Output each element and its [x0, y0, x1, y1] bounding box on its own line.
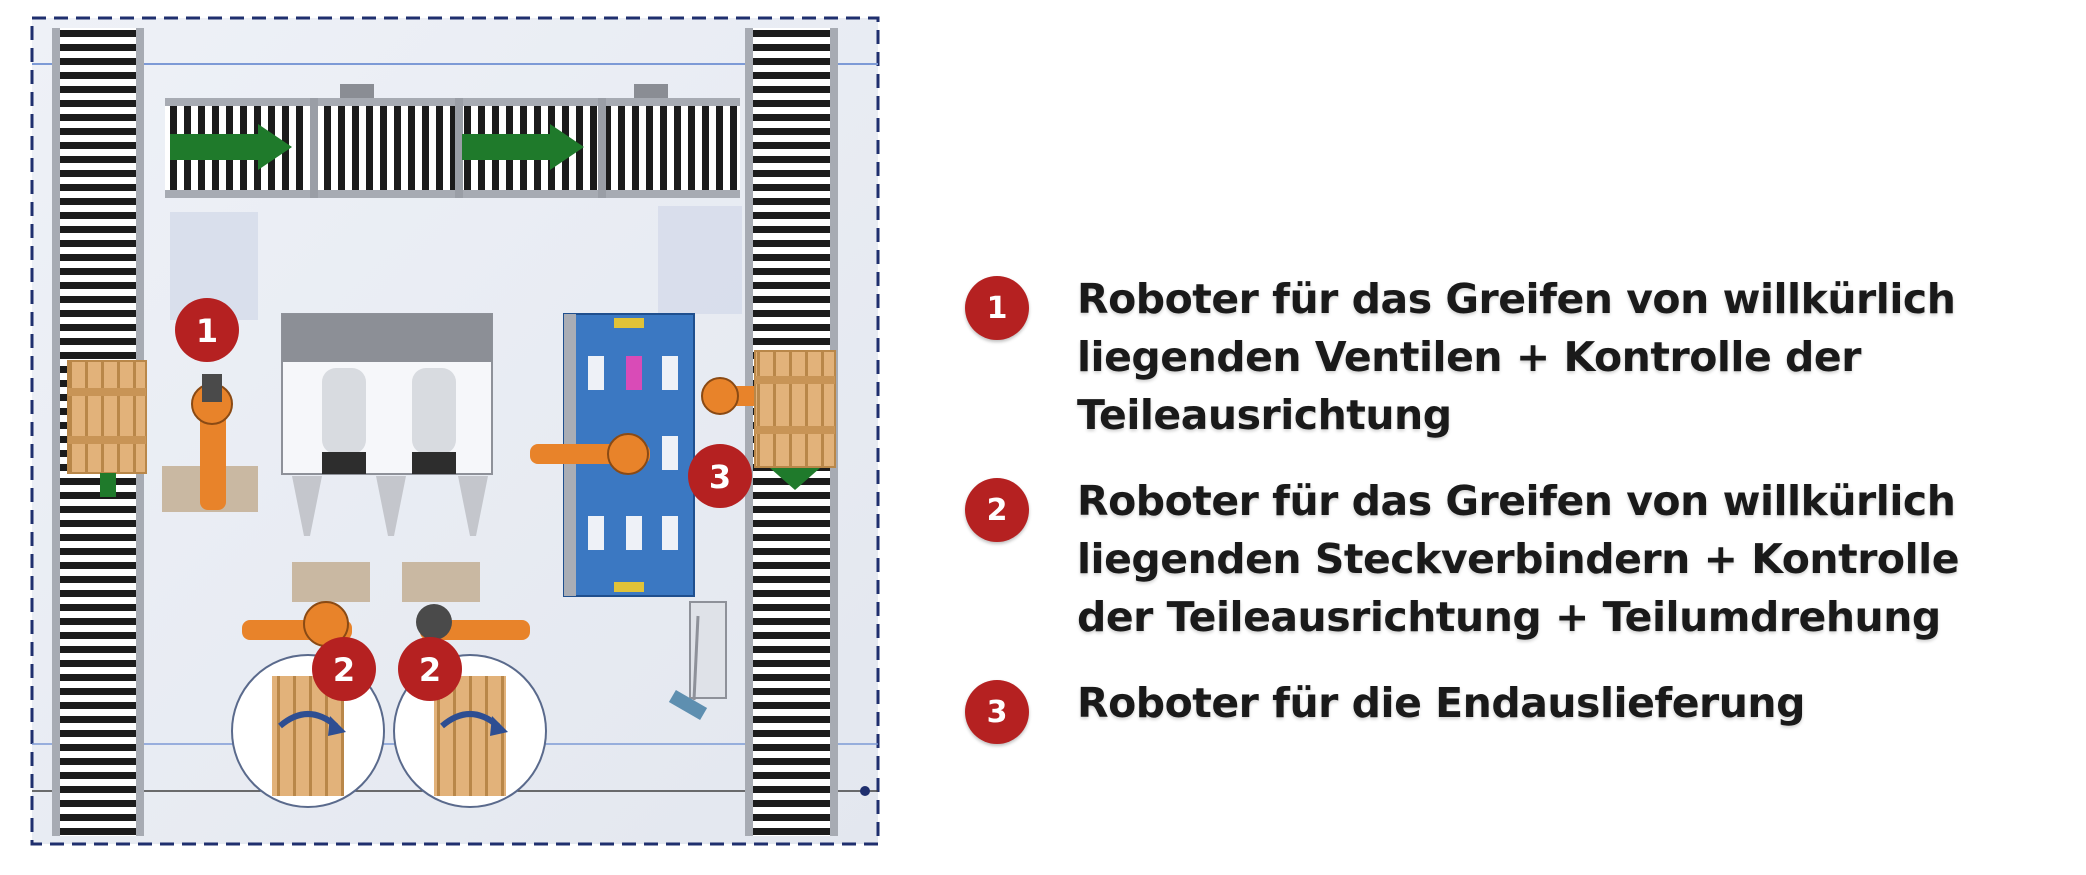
legend-badge-2: 2 — [965, 478, 1029, 542]
legend-badge-3: 3 — [965, 680, 1029, 744]
pallet-right — [754, 350, 836, 490]
robot-2a-icon — [242, 601, 352, 647]
badge-1: 1 — [175, 298, 239, 362]
badge-2a: 2 — [312, 637, 376, 701]
arrow-right-icon — [462, 124, 584, 170]
badge-3: 3 — [688, 444, 752, 508]
arrow-right-icon — [170, 124, 292, 170]
legend-line: Roboter für das Greifen von willkürlich — [1077, 477, 1956, 525]
legend-item-1: 1 Roboter für das Greifen von willkürlic… — [965, 270, 2075, 444]
legend-text-2: Roboter für das Greifen von willkürlich … — [1077, 472, 2037, 646]
legend-line: Teileausrichtung — [1077, 391, 1452, 439]
robot-2b-icon — [416, 604, 530, 640]
frame-corner-point — [860, 786, 870, 796]
legend-line: liegenden Steckverbindern + Kontrolle — [1077, 535, 1960, 583]
legend-line: Roboter für die Endauslieferung — [1077, 679, 1805, 727]
badge-2b-label: 2 — [419, 651, 441, 689]
legend-line: der Teileausrichtung + Teilumdrehung — [1077, 593, 1941, 641]
badge-3-label: 3 — [709, 458, 731, 496]
badge-2a-label: 2 — [333, 651, 355, 689]
cell-layout-diagram: 1 2 2 3 — [30, 16, 880, 846]
legend-badge-1: 1 — [965, 276, 1029, 340]
badge-2b: 2 — [398, 637, 462, 701]
legend-text-3: Roboter für die Endauslieferung — [1077, 674, 2037, 732]
layout-svg: 1 2 2 3 — [30, 16, 880, 846]
robot-arm-icon — [530, 433, 650, 475]
staging-area-right — [658, 206, 742, 314]
legend-item-2: 2 Roboter für das Greifen von willkürlic… — [965, 472, 2075, 646]
badge-1-label: 1 — [196, 312, 218, 350]
robot-1-icon — [162, 374, 258, 512]
safety-fence — [30, 16, 880, 846]
legend-line: liegenden Ventilen + Kontrolle der — [1077, 333, 1861, 381]
feeder-station — [281, 313, 493, 602]
pallet-left — [67, 360, 147, 497]
legend-line: Roboter für das Greifen von willkürlich — [1077, 275, 1956, 323]
legend-item-3: 3 Roboter für die Endauslieferung — [965, 674, 2075, 744]
legend: 1 Roboter für das Greifen von willkürlic… — [965, 270, 2075, 772]
legend-text-1: Roboter für das Greifen von willkürlich … — [1077, 270, 2037, 444]
gripper-rack — [668, 601, 727, 721]
